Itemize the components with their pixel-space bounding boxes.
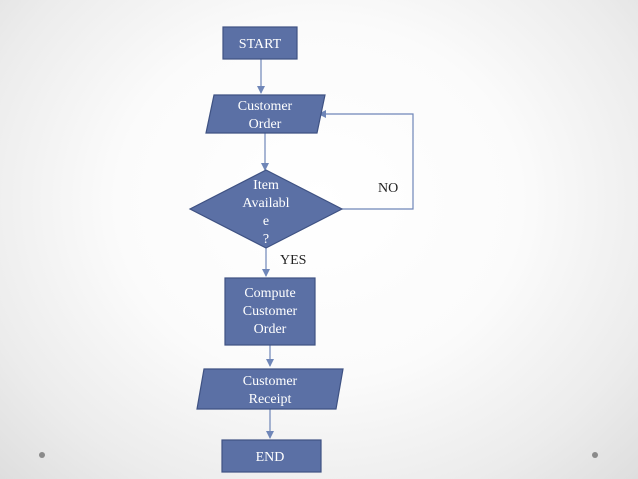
receipt-line-2: Receipt <box>249 392 292 407</box>
decision-line-2: Availabl <box>242 196 289 211</box>
arrow-no-loop <box>318 110 414 210</box>
compute-line-3: Order <box>254 322 287 337</box>
compute-line-2: Customer <box>243 304 298 319</box>
decision-line-3: e <box>263 214 269 229</box>
customer-order-line-1: Customer <box>238 99 293 114</box>
no-label: NO <box>378 181 398 196</box>
right-bullet-dot <box>592 452 598 458</box>
start-node: START <box>222 26 298 60</box>
item-available-decision: Item Availabl e ? <box>188 169 344 249</box>
end-node: END <box>221 439 322 473</box>
end-node-label: END <box>256 450 285 465</box>
customer-receipt-node: Customer Receipt <box>196 368 344 410</box>
compute-line-1: Compute <box>244 286 295 301</box>
customer-order-line-2: Order <box>249 117 282 132</box>
receipt-line-1: Customer <box>243 374 298 389</box>
customer-order-node: Customer Order <box>205 94 326 134</box>
yes-label: YES <box>280 253 306 268</box>
start-node-label: START <box>239 37 282 52</box>
left-bullet-dot <box>39 452 45 458</box>
decision-line-4: ? <box>263 232 269 247</box>
compute-order-node: Compute Customer Order <box>224 277 316 346</box>
decision-line-1: Item <box>253 178 279 193</box>
